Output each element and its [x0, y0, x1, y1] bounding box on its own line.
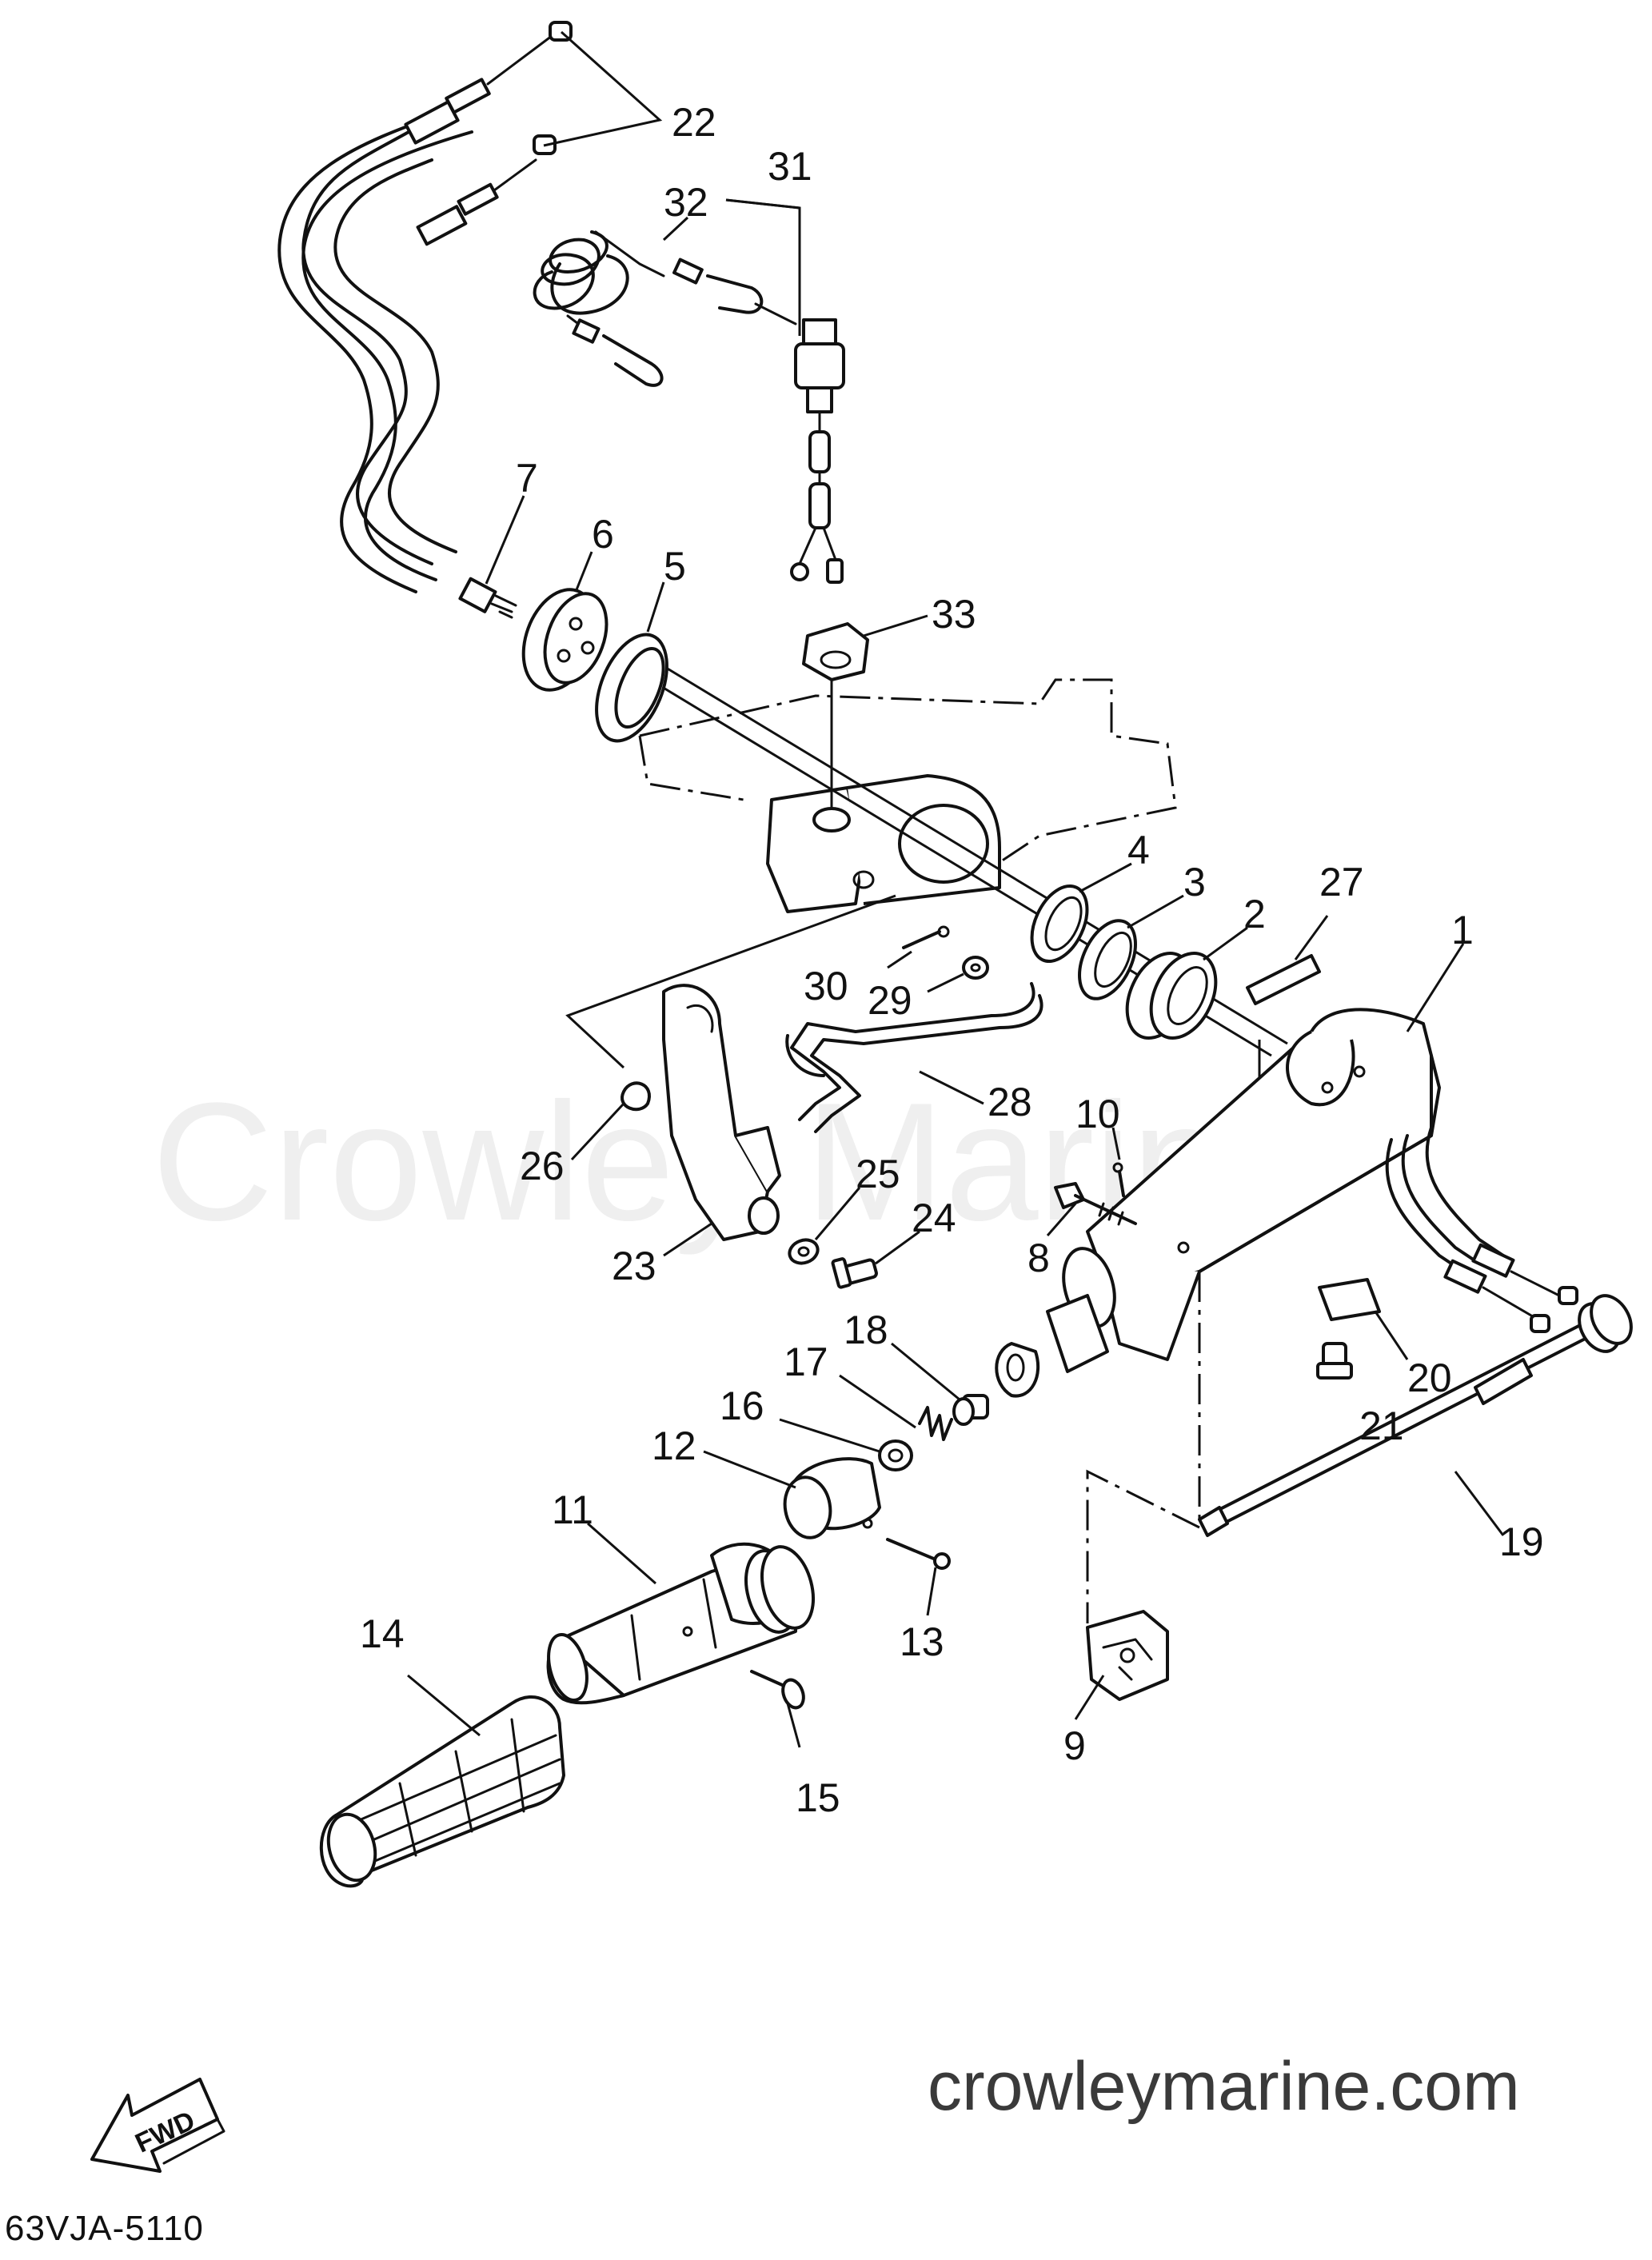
washer-5: [595, 633, 668, 743]
washer-29: [962, 956, 989, 980]
part-label-19: 19: [1499, 1519, 1544, 1564]
screw-15: [750, 1670, 805, 1710]
part-label-3: 3: [1183, 860, 1206, 904]
screw-21: [1316, 1342, 1353, 1380]
washer-16: [878, 1439, 913, 1471]
washer-25: [788, 1238, 820, 1265]
part-label-30: 30: [804, 964, 848, 1008]
part-label-26: 26: [520, 1144, 565, 1188]
part-label-24: 24: [912, 1196, 956, 1240]
steering-bracket: [766, 774, 1001, 913]
part-label-23: 23: [612, 1244, 656, 1288]
throttle-grip-11: [546, 1542, 815, 1705]
part-label-1: 1: [1451, 908, 1474, 952]
part-label-16: 16: [720, 1384, 764, 1428]
clip-33: [802, 622, 869, 809]
pin-30: [902, 925, 950, 949]
diagram-code: 63VJA-5110: [5, 2209, 204, 2248]
bushing-2: [1125, 952, 1218, 1040]
sleeve-12: [783, 1457, 881, 1539]
plate-6: [521, 588, 609, 692]
link-rod-28: [785, 982, 1043, 1133]
spring-17: [918, 1406, 953, 1441]
part-label-11: 11: [552, 1487, 593, 1532]
ring-26: [620, 1081, 651, 1112]
screw-13: [886, 1538, 951, 1570]
part-label-7: 7: [516, 456, 538, 501]
part-label-21: 21: [1359, 1404, 1404, 1448]
part-label-10: 10: [1075, 1092, 1120, 1136]
clamp-9: [1086, 1610, 1169, 1701]
part-label-15: 15: [796, 1775, 840, 1820]
part-label-8: 8: [1028, 1236, 1050, 1280]
site-url-text: crowleymarine.com: [928, 2048, 1520, 2125]
part-labels: 22 31 32 7 6 5 33 4 3 2 27 1 30 29 28 10…: [360, 100, 1544, 1820]
part-label-31: 31: [768, 144, 812, 189]
pin-10: [1112, 1162, 1125, 1197]
part-label-12: 12: [652, 1423, 696, 1468]
clamp-alignment-line: [1086, 1272, 1201, 1623]
screw-18: [952, 1394, 989, 1426]
part-label-33: 33: [932, 592, 976, 637]
part-label-27: 27: [1319, 860, 1364, 904]
part-label-22: 22: [672, 100, 716, 145]
screw-24: [831, 1257, 878, 1289]
part-label-9: 9: [1063, 1723, 1086, 1768]
bracket-leader-line: [565, 894, 896, 1069]
shift-rod-19: [1198, 1294, 1633, 1537]
part-label-5: 5: [664, 544, 686, 589]
part-label-28: 28: [988, 1080, 1032, 1124]
lever-23: [662, 984, 781, 1241]
washer-3: [1078, 919, 1137, 1000]
part-label-20: 20: [1407, 1356, 1452, 1400]
engine-stop-switch: [533, 198, 845, 584]
part-label-13: 13: [900, 1619, 944, 1664]
throttle-cables: [277, 21, 573, 593]
bracket-outline: [638, 678, 1177, 869]
part-label-18: 18: [844, 1308, 888, 1352]
part-label-32: 32: [664, 180, 708, 225]
part-label-25: 25: [856, 1152, 900, 1196]
washer-4: [1030, 884, 1089, 964]
part-label-29: 29: [868, 978, 912, 1023]
bolt-7: [458, 577, 517, 619]
grip-cover-14: [319, 1695, 565, 1888]
decal-27: [1246, 954, 1321, 1005]
steering-handle-bracket-1: [995, 1008, 1578, 1398]
fwd-arrow-icon: FWD: [90, 2078, 225, 2173]
bolt-8: [1054, 1182, 1137, 1226]
part-label-17: 17: [784, 1340, 828, 1384]
part-label-4: 4: [1127, 828, 1150, 872]
plate-20: [1318, 1278, 1381, 1321]
part-label-14: 14: [360, 1611, 405, 1656]
part-label-2: 2: [1243, 892, 1266, 936]
part-label-6: 6: [592, 512, 614, 557]
